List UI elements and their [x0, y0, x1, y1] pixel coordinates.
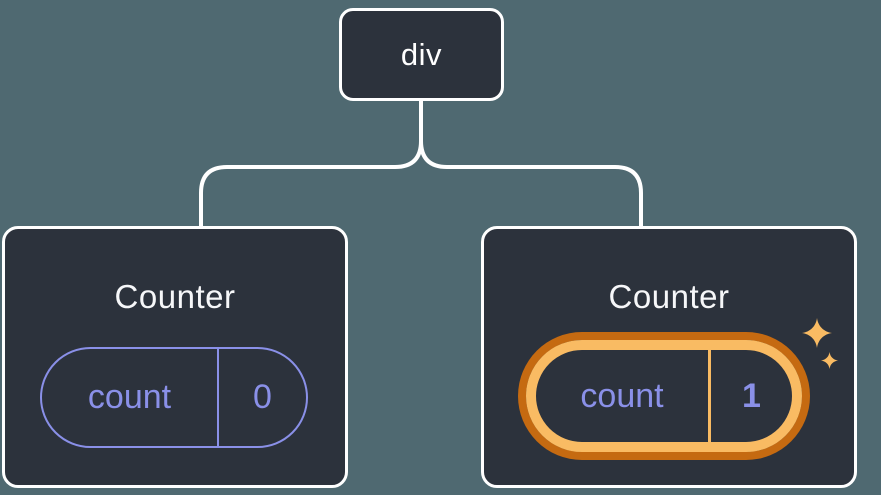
- state-label: count: [87, 378, 172, 416]
- counter-title: Counter: [608, 278, 730, 315]
- tree-node-counter-right: Counter count 1: [481, 226, 857, 488]
- state-pill-highlighted: count 1: [526, 340, 802, 452]
- pill-divider: [708, 350, 711, 442]
- state-pill: count 0: [40, 347, 308, 448]
- state-label: count: [580, 376, 664, 415]
- tree-node-div: div: [339, 8, 504, 101]
- state-value: 0: [253, 378, 272, 416]
- counter-title: Counter: [114, 278, 236, 315]
- state-value: 1: [742, 376, 761, 415]
- tree-node-counter-left: Counter count 0: [2, 226, 348, 488]
- sparkles-icon: [802, 318, 839, 370]
- div-node-label: div: [400, 36, 443, 72]
- pill-divider: [217, 349, 219, 446]
